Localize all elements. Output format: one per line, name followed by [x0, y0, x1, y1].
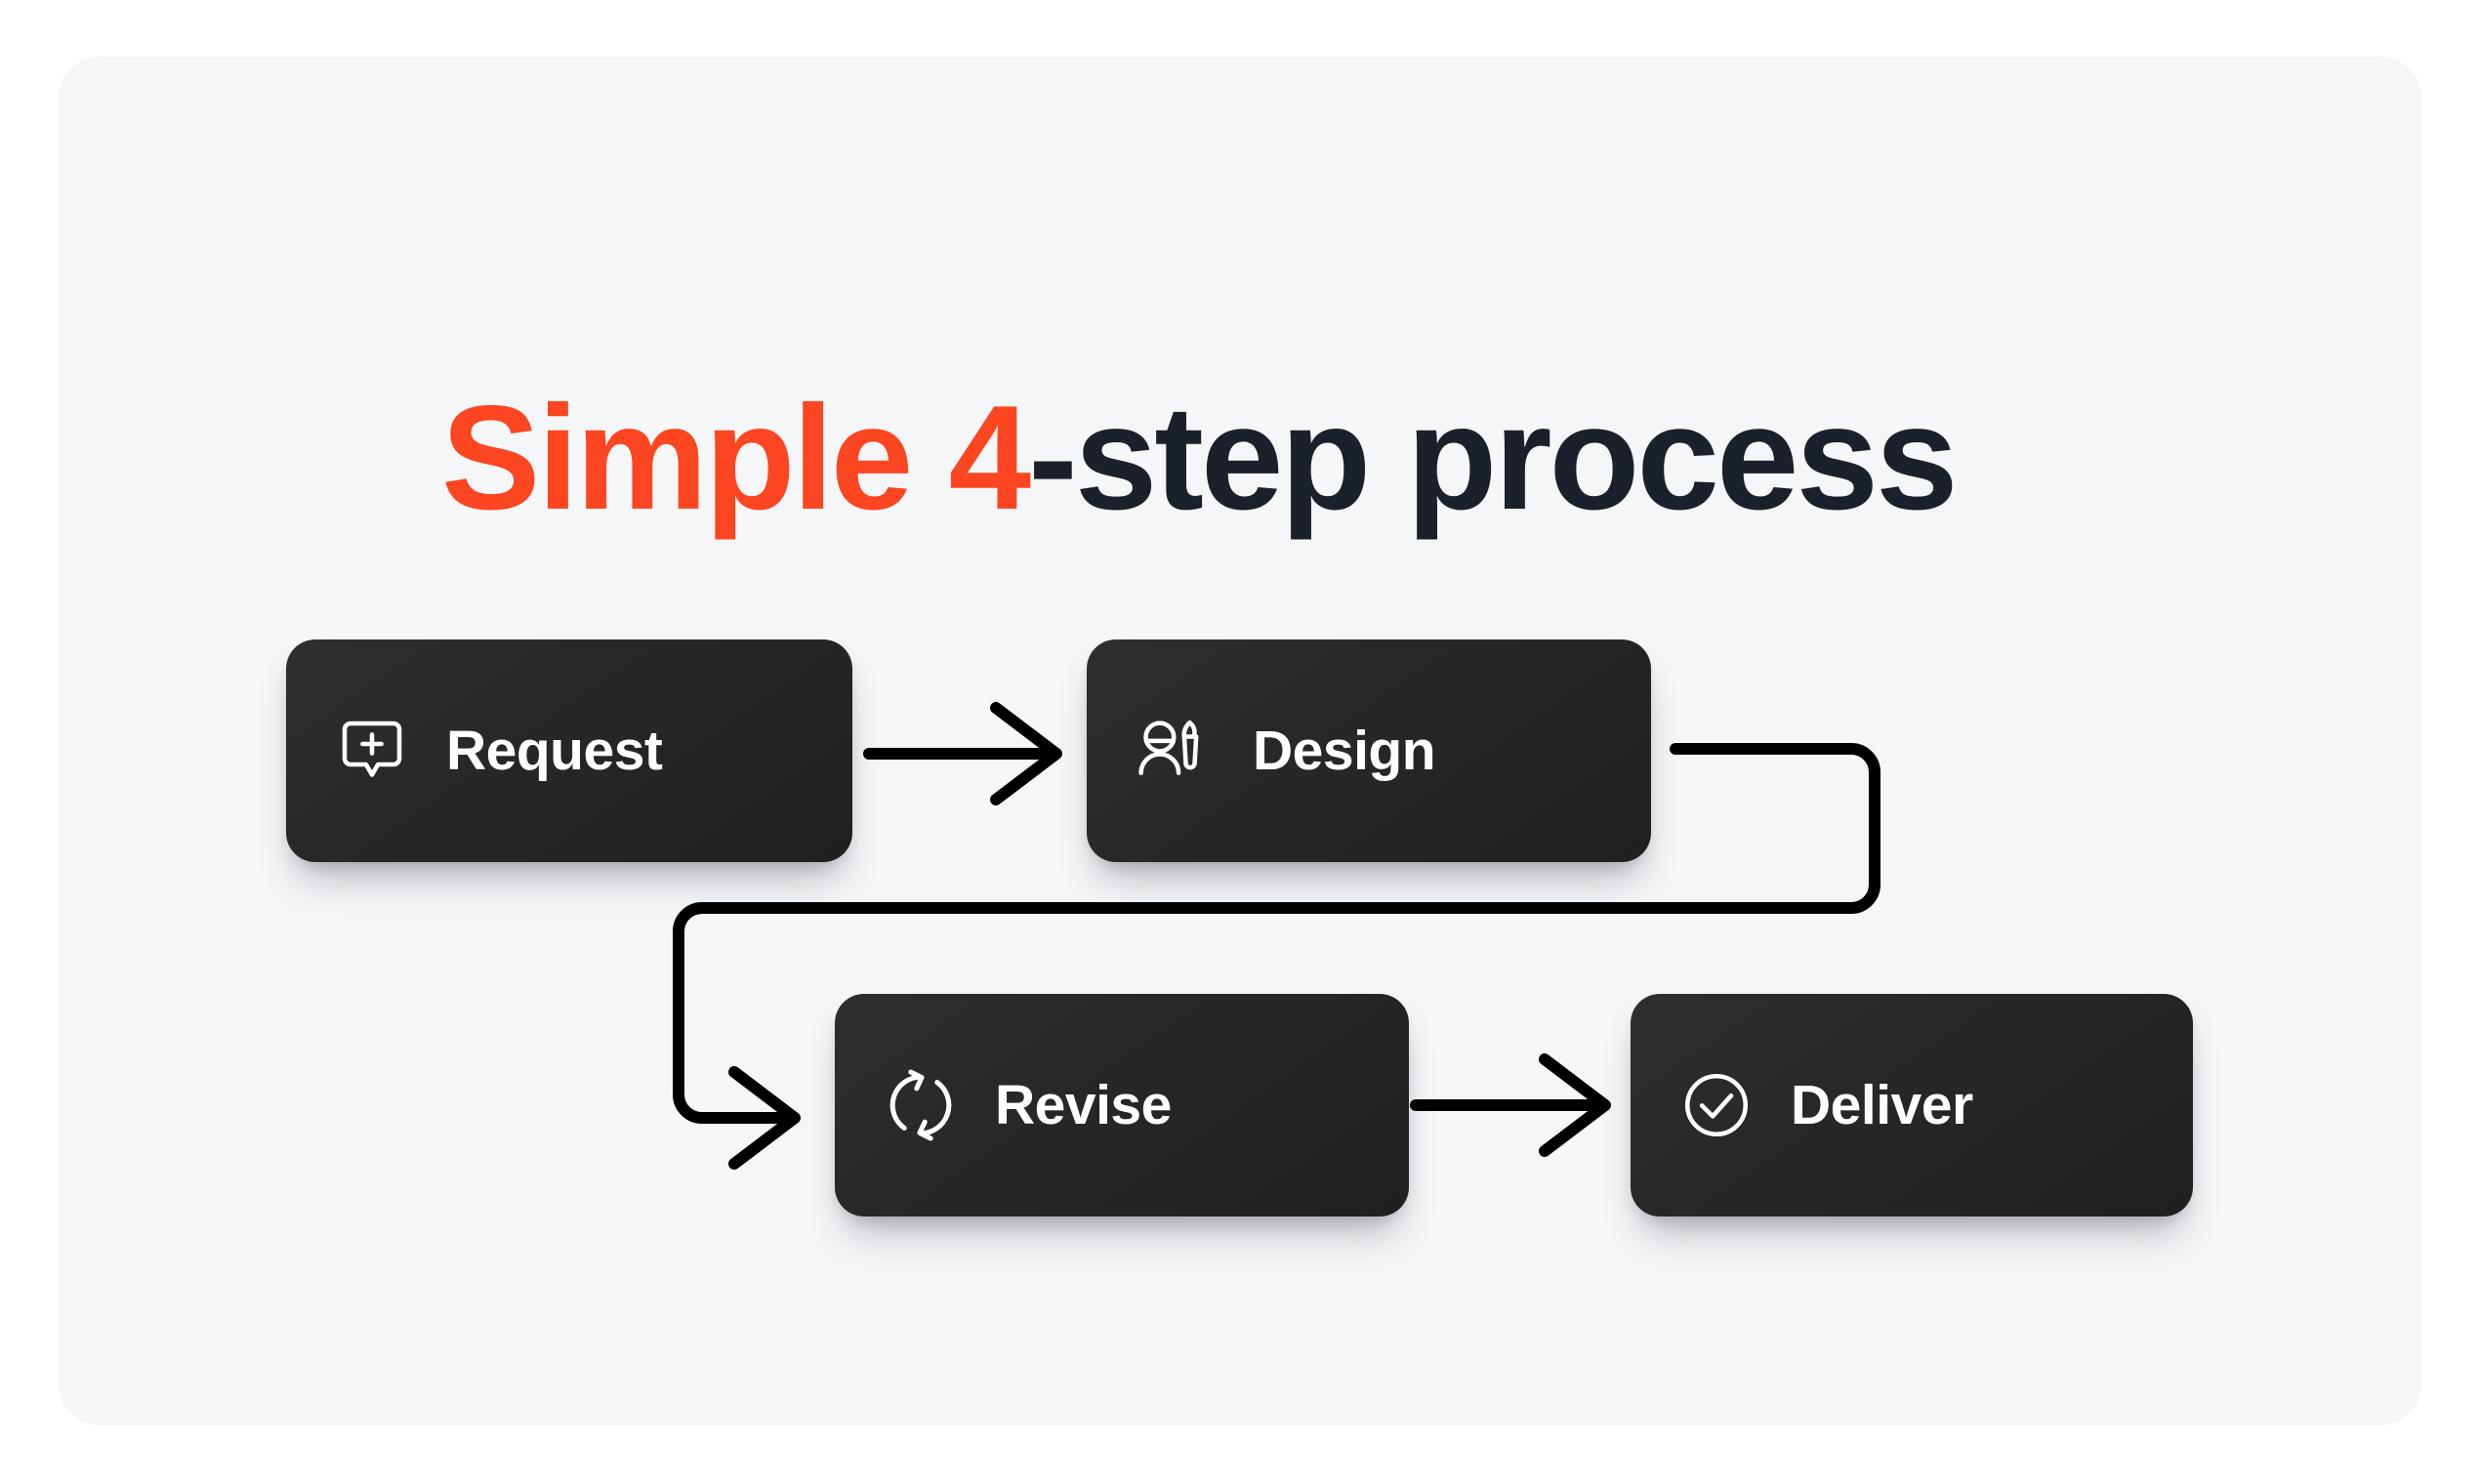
- connector-revise-to-deliver: [1410, 1053, 1611, 1157]
- artist-brush-icon: [1132, 710, 1214, 792]
- connector-request-to-design: [863, 702, 1062, 805]
- step-card-deliver[interactable]: Deliver: [1631, 994, 2193, 1216]
- step-card-request[interactable]: Request: [286, 639, 852, 862]
- step-card-label: Design: [1253, 720, 1436, 782]
- page-title-rest: -step process: [1028, 374, 1958, 541]
- step-card-revise[interactable]: Revise: [835, 994, 1409, 1216]
- page-title: Simple 4-step process: [441, 380, 1959, 537]
- step-card-label: Request: [446, 720, 663, 782]
- connector-design-to-revise: [673, 743, 1881, 1170]
- step-card-design[interactable]: Design: [1087, 639, 1651, 862]
- message-plus-icon: [331, 710, 413, 792]
- page-title-accent: Simple 4: [441, 374, 1031, 541]
- refresh-cycle-icon: [880, 1064, 962, 1146]
- step-card-label: Revise: [995, 1074, 1172, 1136]
- check-circle-icon: [1675, 1064, 1757, 1146]
- step-card-label: Deliver: [1791, 1074, 1973, 1136]
